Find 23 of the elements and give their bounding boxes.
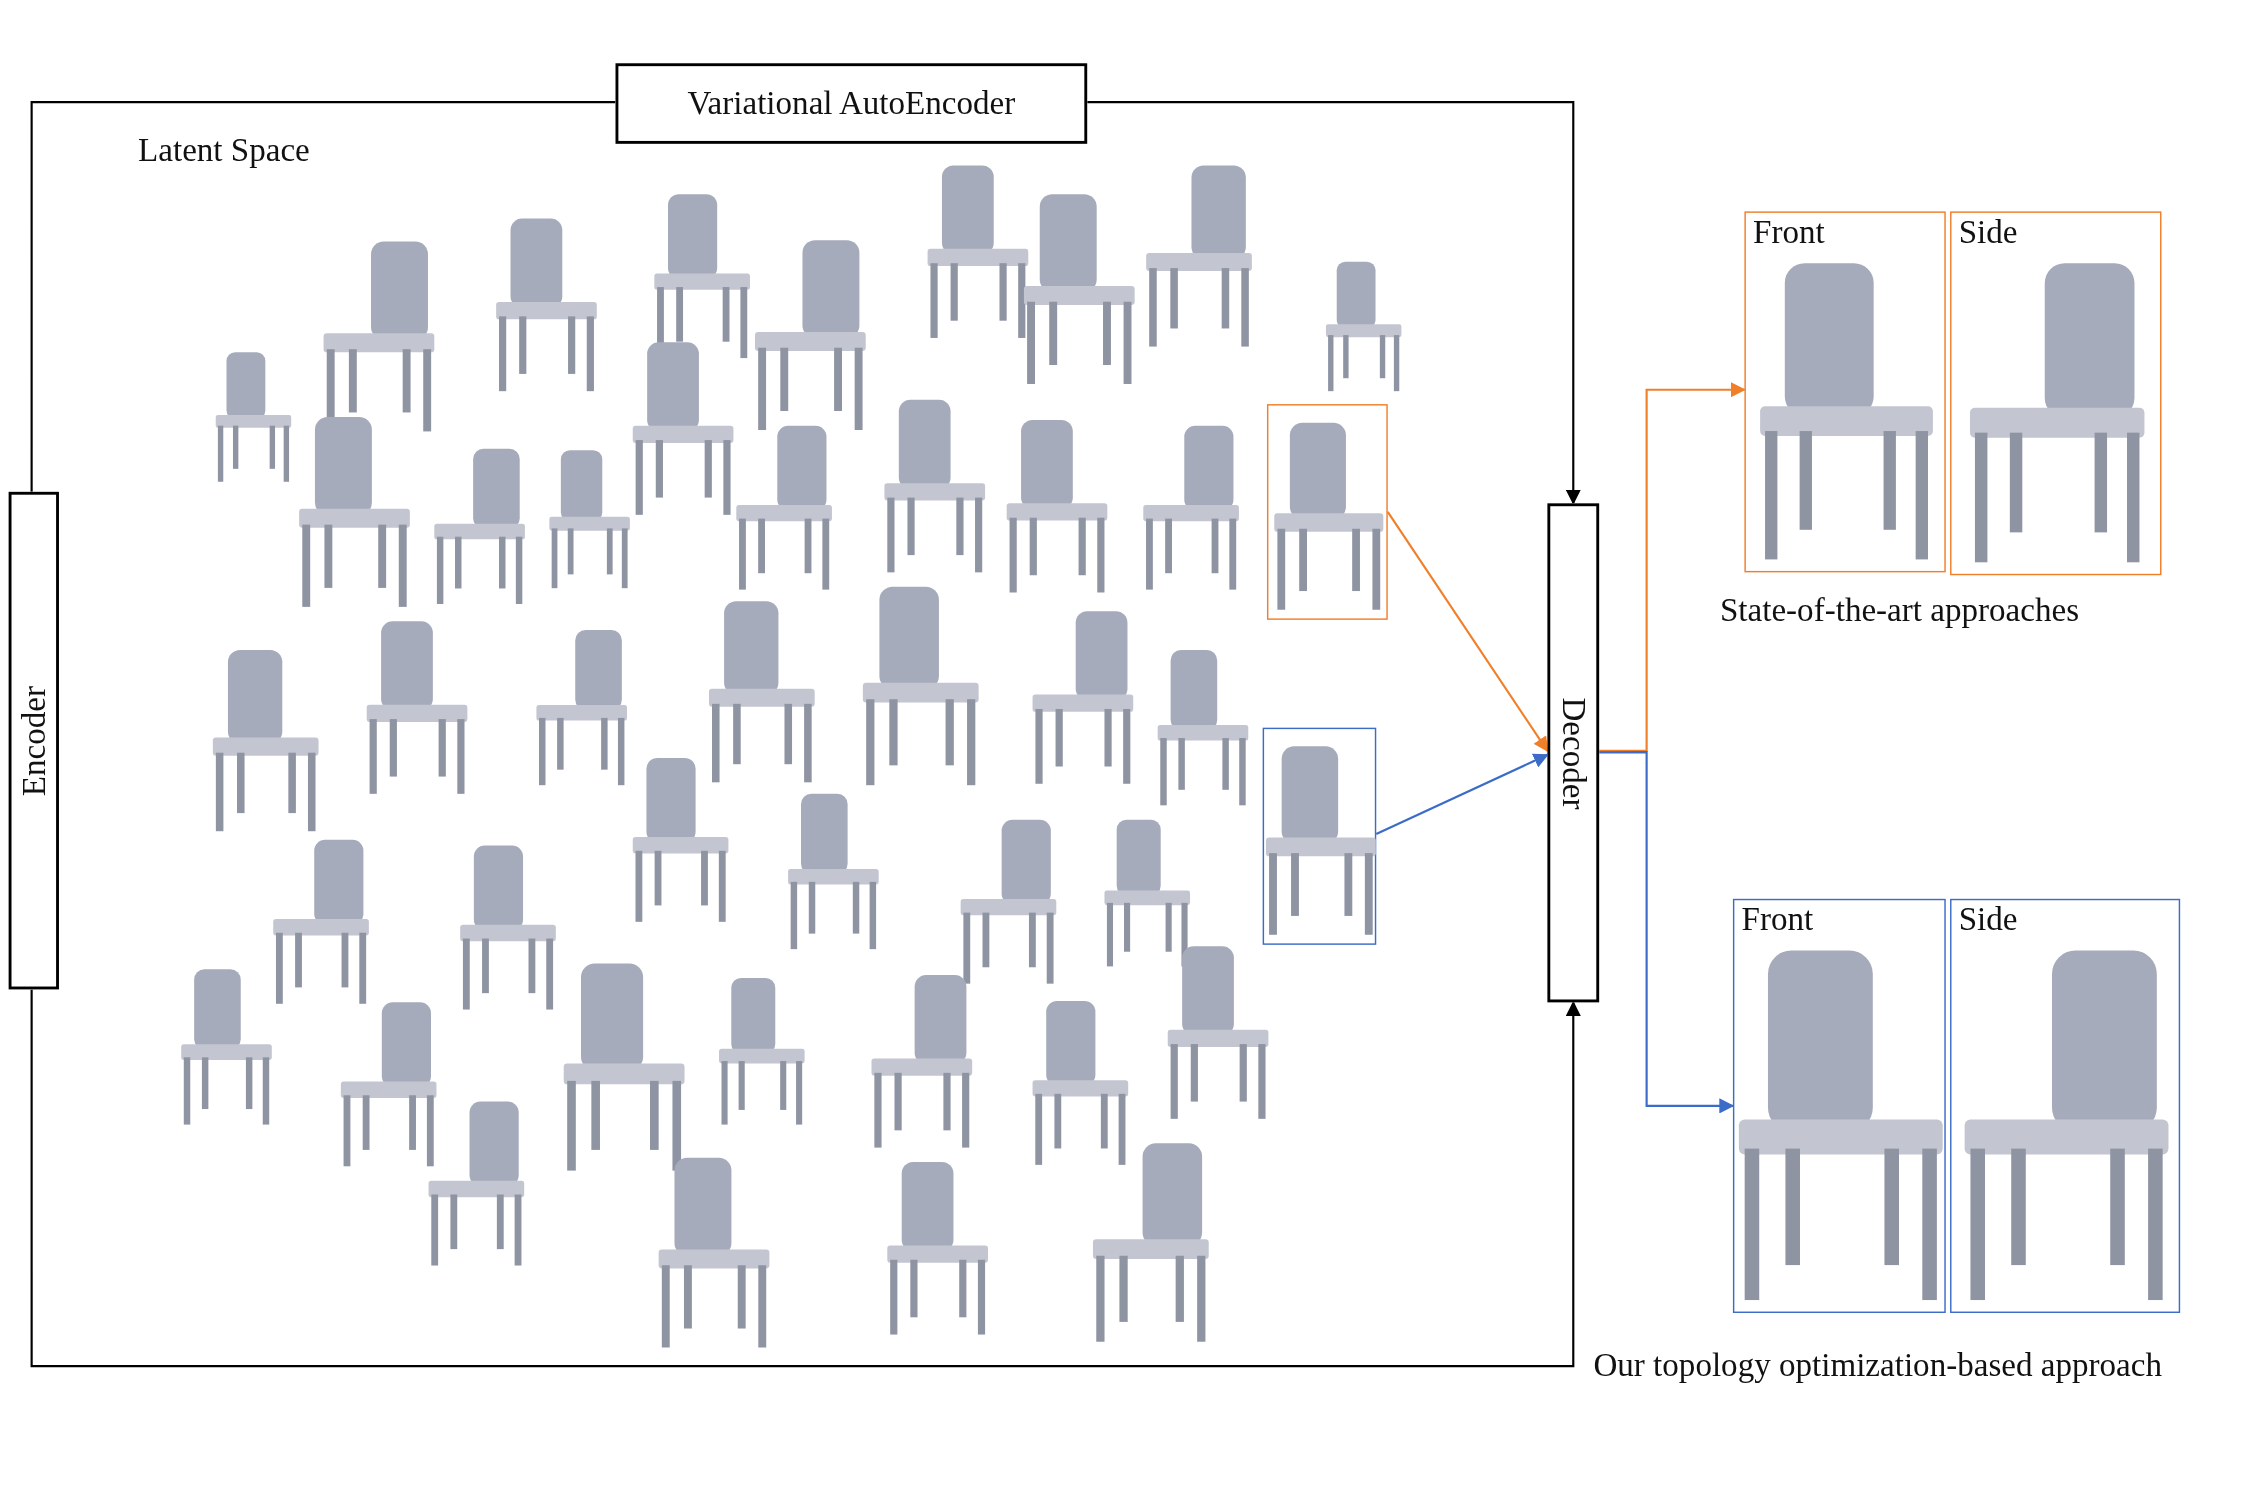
view-panel: [1732, 898, 1946, 1313]
arrow: [1599, 382, 1746, 752]
arrow: [30, 989, 1581, 1368]
box-label: Encoder: [15, 685, 53, 796]
box-label: Decoder: [1555, 696, 1592, 809]
caption-text: Our topology optimization-based approach: [1593, 1347, 2162, 1385]
box-label: Variational AutoEncoder: [687, 84, 1016, 123]
arrow: [1087, 101, 1581, 505]
decoder-box: [1547, 503, 1600, 1003]
connector-line: [30, 101, 616, 492]
encoder-box: [8, 491, 59, 990]
view-label: Side: [1958, 214, 2018, 252]
view-label: Front: [1753, 214, 1825, 252]
view-panel: [1950, 898, 2181, 1313]
view-label: Side: [1958, 901, 2018, 940]
selected-chair-frame: [1262, 727, 1377, 945]
arrow: [1599, 751, 1735, 1114]
title-box: [615, 63, 1088, 144]
section-label: Latent Space: [138, 132, 310, 170]
view-label: Front: [1741, 901, 1814, 940]
arrow: [1375, 753, 1549, 836]
caption-text: State-of-the-art approaches: [1719, 592, 2080, 630]
arrow: [1386, 511, 1549, 753]
